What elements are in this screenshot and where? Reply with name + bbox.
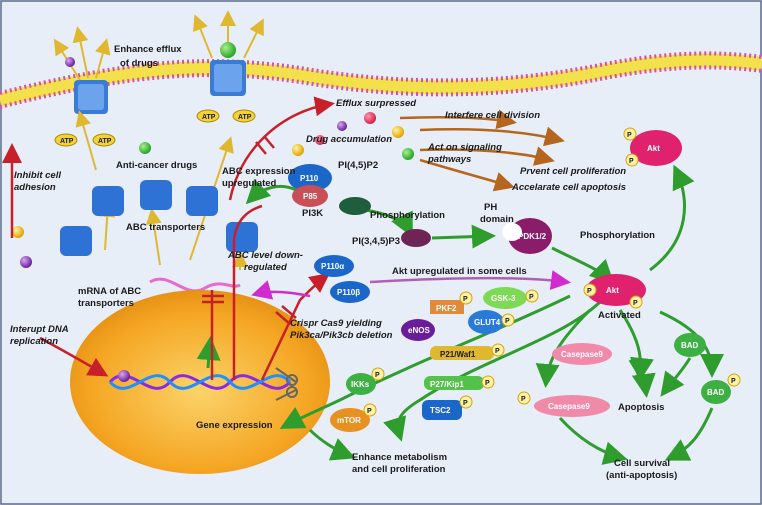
label-transporters: transporters [78,298,134,309]
label-anti-apoptosis: (anti-apoptosis) [606,470,677,481]
label-crispr-1: Crispr Cas9 yielding [290,318,382,329]
atp-label: ATP [98,138,112,145]
phosphate-label: P [463,400,468,407]
scissors-icon [275,367,298,401]
casepase9-a-label: Casepase9 [561,350,603,359]
membrane-transporter-right [210,60,246,96]
p21-label: P21/Waf1 [440,350,476,359]
akt-top-node: Akt [630,130,682,166]
phosphate-label: P [485,380,490,387]
label-act-on-signaling: Act on signaling [427,142,502,153]
brown-arrows [1,109,565,238]
label-phosphorylation: Phosphorylation [370,210,445,221]
p27-label: P27/Kip1 [430,380,464,389]
label-pi3k: PI3K [302,208,323,219]
pdk12-node: PDK1/2 [502,218,552,254]
red-inhibit-lines [39,96,335,381]
label-apoptosis: Apoptosis [618,402,664,413]
phosphate-label: P [521,396,526,403]
dna-helix [108,370,292,390]
label-adhesion: adhesion [14,182,56,193]
phosphate-label: P [495,348,500,355]
mtor-label: mTOR [337,416,361,425]
label-interupt-dna: Interupt DNA [10,324,69,335]
label-abc-level-down: ABC level down- [227,250,303,261]
label-domain: domain [480,214,514,225]
label-phosphorylation-2: Phosphorylation [580,230,655,241]
phosphate-label: P [587,288,592,295]
magenta-arrows [251,270,571,300]
label-mrna-of-abc: mRNA of ABC [78,286,141,297]
label-drug-accumulation: Drug accumulation [306,134,392,145]
text-labels: Enhance efflux of drugs Efflux surpresse… [10,44,677,481]
p110-isoforms: P110α P110β [314,255,370,303]
label-crispr-2: Pik3ca/Pik3cb deletion [290,330,393,341]
label-inhibit-cell: Inhibit cell [14,170,61,181]
bad-a-label: BAD [681,341,699,350]
label-accelarate-cell-apoptosis: Accelarate cell apoptosis [511,182,626,193]
downstream-targets: PKF2 GSK-3 GLUT4 eNOS P21/Waf1 P27/Kip1 … [330,287,731,432]
phosphate-badges: P P P P P P P P P P P P P P [363,127,741,417]
akt-mid-label: Akt [606,286,619,295]
label-interfere-cell-division: Interfere cell division [445,110,540,121]
label-akt-upregulated: Akt upregulated in some cells [392,266,527,277]
atp-badges: ATP ATP ATP ATP [54,109,256,147]
phosphate-label: P [529,294,534,301]
pip3-molecule [401,229,431,247]
label-enhance-metabolism: Enhance metabolism [352,452,447,463]
label-enhance-efflux: Enhance efflux [114,44,182,55]
p110-label: P110 [300,174,319,183]
atp-label: ATP [202,114,216,121]
phosphate-label: P [627,132,632,139]
label-upregulated: upregulated [222,178,277,189]
label-pi45p2: PI(4,5)P2 [338,160,378,171]
label-pi345p3: PI(3,4,5)P3 [352,236,400,247]
pi3k-complex: P110 P85 [288,164,371,215]
phosphate-label: P [633,300,638,307]
drug-spheres [12,42,414,268]
p110b-label: P110β [337,288,360,297]
pkf2-label: PKF2 [436,304,457,313]
label-anti-cancer-drugs: Anti-cancer drugs [116,160,197,171]
p85-label: P85 [303,192,318,201]
tsc2-label: TSC2 [430,406,451,415]
cell-membrane [0,51,762,109]
label-gene-expression: Gene expression [196,420,273,431]
label-pathways: pathways [427,154,471,165]
label-and-cell-proliferation: and cell proliferation [352,464,446,475]
akt-top-label: Akt [647,144,660,153]
glut4-label: GLUT4 [474,318,501,327]
atp-label: ATP [60,138,74,145]
gsk3-label: GSK-3 [491,294,516,303]
ikks-label: IKKs [351,380,370,389]
phosphate-label: P [505,318,510,325]
label-activated: Activated [598,310,641,321]
label-ph: PH [484,202,497,213]
label-abc-expression: ABC expression [222,166,296,177]
casepase9-b-label: Casepase9 [548,402,590,411]
label-abc-transporters: ABC transporters [126,222,205,233]
p110a-label: P110α [321,262,344,271]
label-regulated: regulated [244,262,287,273]
phosphate-label: P [463,296,468,303]
membrane-transporter-left [74,80,108,114]
phosphate-label: P [629,158,634,165]
label-replication: replication [10,336,58,347]
label-cell-survival: Cell survival [614,458,670,469]
label-of-drugs: of drugs [120,58,158,69]
enos-label: eNOS [408,326,430,335]
bad-b-label: BAD [707,388,725,397]
atp-label: ATP [238,114,252,121]
pdk12-label: PDK1/2 [518,232,547,241]
label-prvent-cell-proliferation: Prvent cell proliferation [520,166,626,177]
mrna-strand [149,277,241,293]
phosphate-label: P [731,378,736,385]
phosphate-label: P [367,408,372,415]
phosphate-label: P [375,372,380,379]
label-efflux-surpressed: Efflux surpressed [336,98,416,109]
